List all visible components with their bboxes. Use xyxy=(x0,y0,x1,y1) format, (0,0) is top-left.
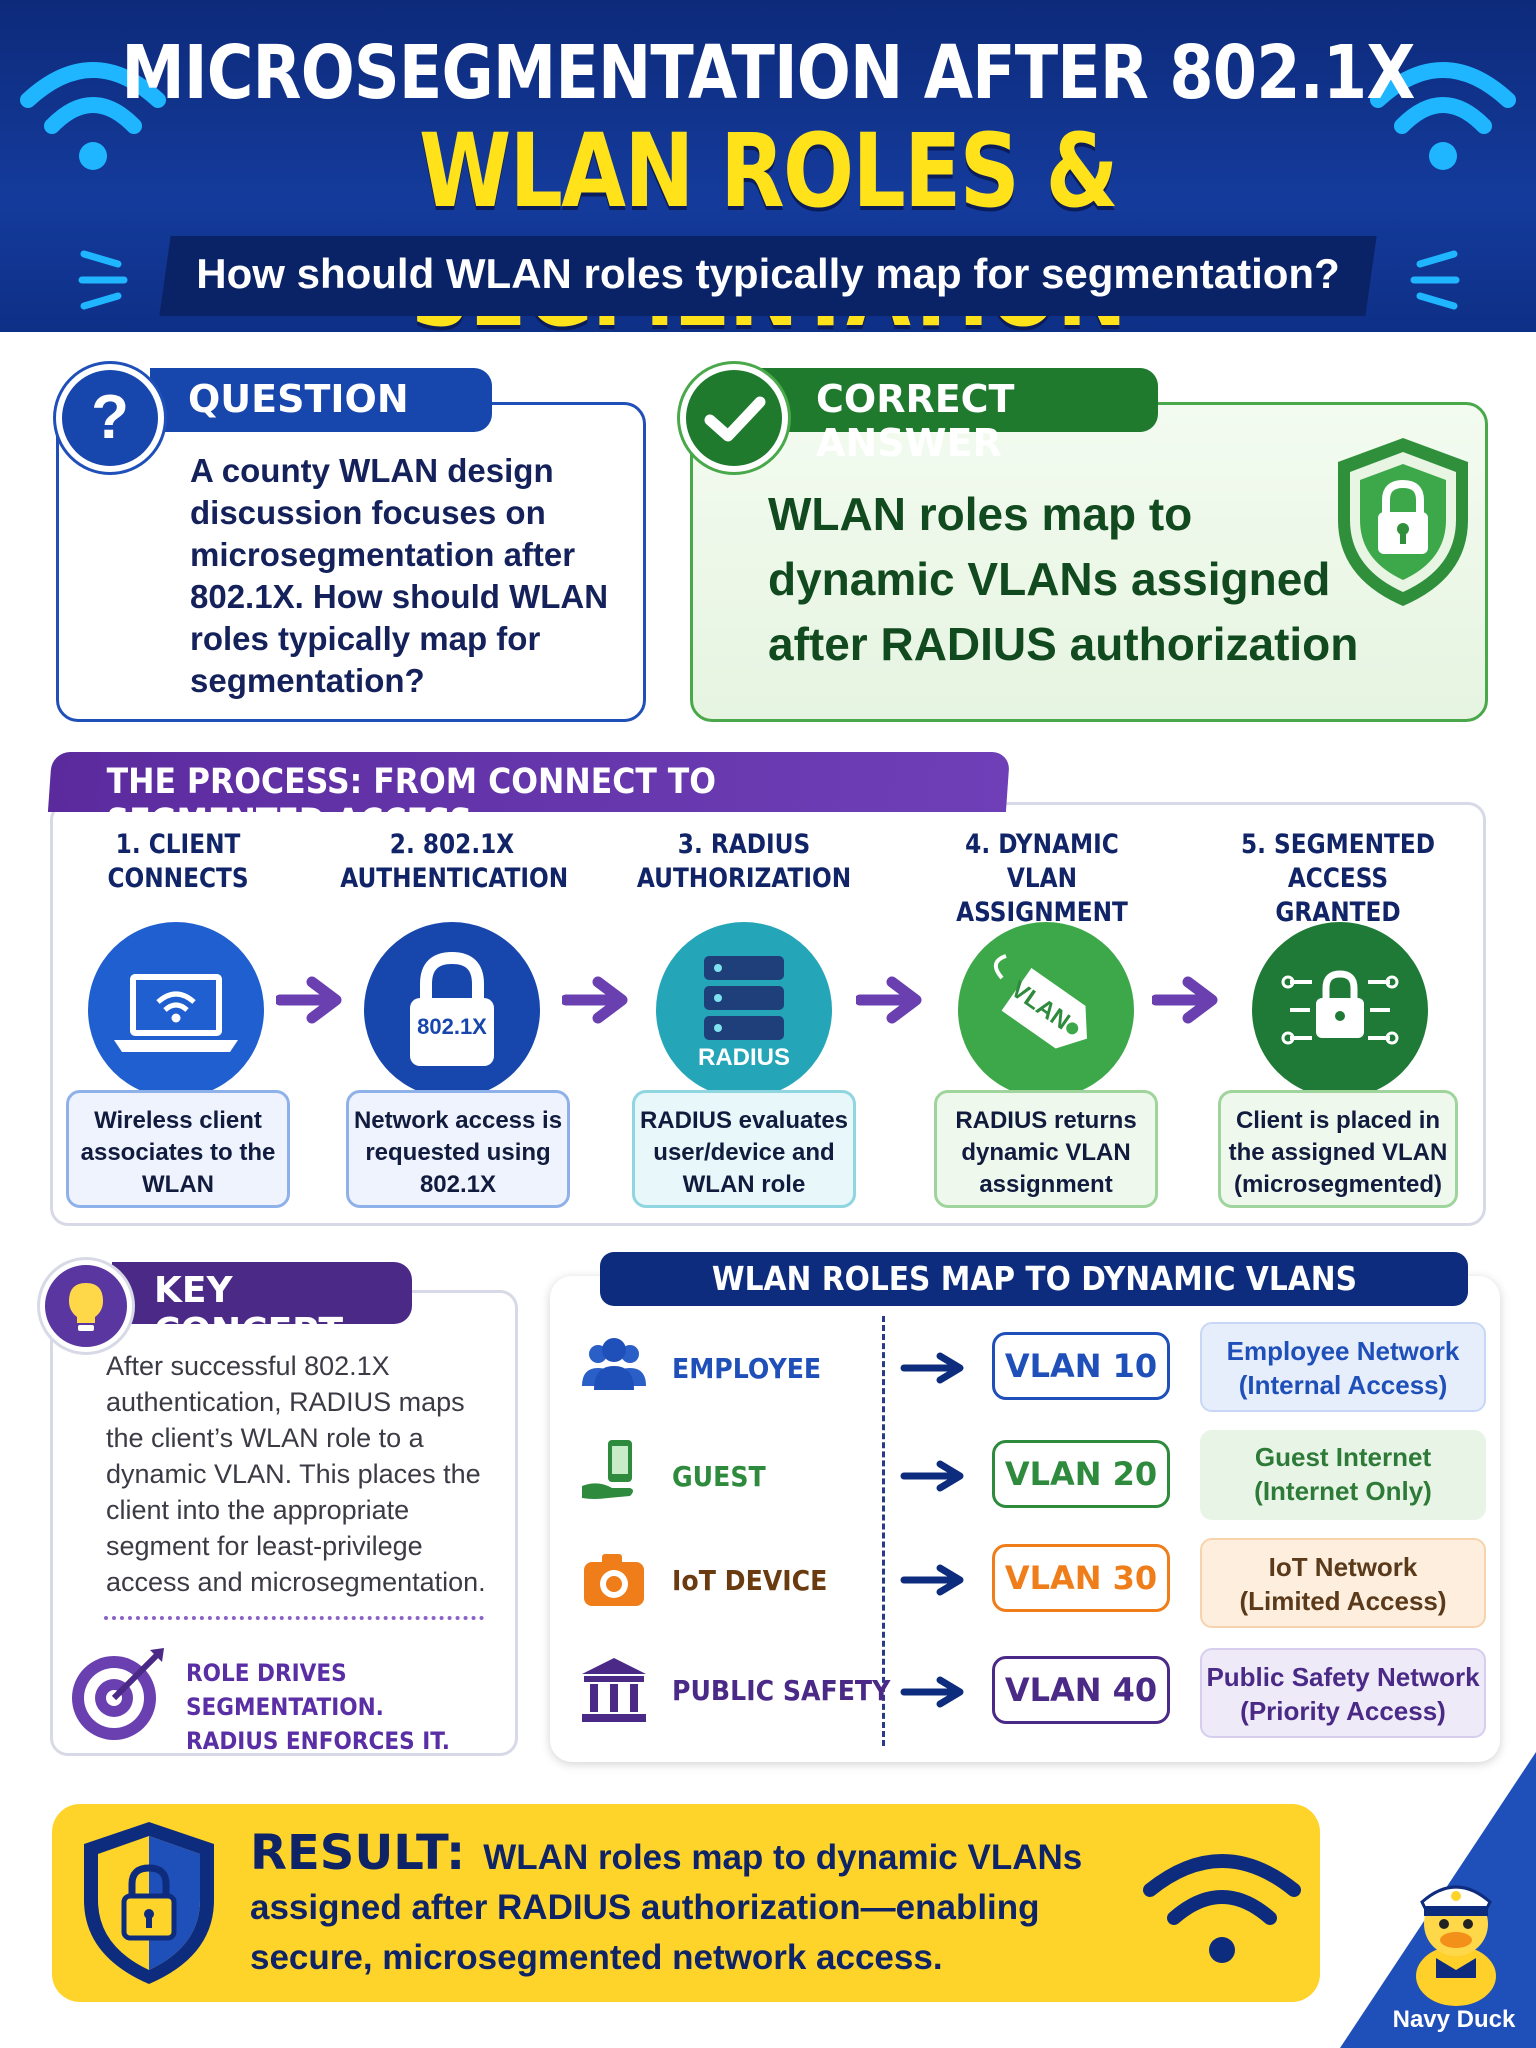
wifi-icon xyxy=(1370,62,1516,170)
arrow-right-icon xyxy=(276,976,342,1024)
arrow-right-icon xyxy=(900,1676,964,1708)
result-text: RESULT:WLAN roles map to dynamic VLANs a… xyxy=(250,1825,1083,1977)
role-label: PUBLIC SAFETY xyxy=(672,1674,891,1707)
key-concept-text: After successful 802.1X authentication, … xyxy=(106,1351,486,1597)
page-subtitle: How should WLAN roles typically map for … xyxy=(196,250,1340,297)
result-label: RESULT: xyxy=(250,1825,466,1881)
role-label: EMPLOYEE xyxy=(672,1352,822,1385)
arrow-right-icon xyxy=(856,976,922,1024)
vlan-tag-icon: VLAN xyxy=(958,922,1134,1098)
phone-hand-icon xyxy=(582,1440,633,1499)
wifi-icon xyxy=(1143,1854,1301,1963)
role-label: IoT DEVICE xyxy=(672,1564,828,1597)
step-description: Wireless client associates to the WLAN xyxy=(66,1090,290,1208)
page-title-line1: MICROSEGMENTATION AFTER 802.1X xyxy=(121,30,1415,116)
step-description: RADIUS evaluates user/device and WLAN ro… xyxy=(632,1090,856,1208)
step-description: Client is placed in the assigned VLAN (m… xyxy=(1218,1090,1458,1208)
icon-label: 802.1X xyxy=(417,1014,487,1039)
question-mark-icon: ? xyxy=(56,364,164,472)
duck-mascot-icon xyxy=(1416,1885,1496,2006)
checkmark-icon xyxy=(680,364,788,472)
role-label: GUEST xyxy=(672,1460,766,1493)
camera-icon xyxy=(584,1554,644,1606)
arrow-right-icon xyxy=(900,1460,964,1492)
divider xyxy=(882,1316,885,1746)
signal-dash-icon xyxy=(78,250,128,310)
roles-title: WLAN ROLES MAP TO DYNAMIC VLANS xyxy=(600,1252,1468,1306)
key-concept-label: KEY CONCEPT xyxy=(112,1262,412,1352)
answer-text: WLAN roles map to dynamic VLANs assigned… xyxy=(768,488,1359,670)
arrow-right-icon xyxy=(900,1564,964,1596)
network-label: Employee Network(Internal Access) xyxy=(1200,1322,1486,1412)
result-banner xyxy=(52,1804,1320,2002)
arrow-right-icon xyxy=(562,976,628,1024)
lightbulb-icon xyxy=(40,1260,132,1352)
arrow-right-icon xyxy=(900,1352,964,1384)
wifi-icon xyxy=(20,62,166,170)
target-icon xyxy=(72,1648,164,1740)
network-label: Public Safety Network(Priority Access) xyxy=(1200,1648,1486,1738)
shield-lock-icon xyxy=(1338,438,1468,606)
process-title: THE PROCESS: FROM CONNECT TO SEGMENTED A… xyxy=(47,752,1011,842)
building-icon xyxy=(582,1658,646,1722)
shield-lock-icon xyxy=(84,1822,214,1984)
arrow-right-icon xyxy=(1152,976,1218,1024)
step-description: RADIUS returns dynamic VLAN assignment xyxy=(934,1090,1158,1208)
vlan-badge: VLAN 10 xyxy=(992,1332,1170,1400)
answer-label: CORRECT ANSWER xyxy=(760,368,1158,465)
signal-dash-icon xyxy=(1410,250,1460,310)
vlan-badge: VLAN 30 xyxy=(992,1544,1170,1612)
padlock-icon: 802.1X xyxy=(364,922,540,1098)
people-icon xyxy=(582,1338,646,1390)
network-label: IoT Network(Limited Access) xyxy=(1200,1538,1486,1628)
server-icon: RADIUS xyxy=(656,922,832,1098)
key-concept-tagline: ROLE DRIVES SEGMENTATION. RADIUS ENFORCE… xyxy=(186,1659,450,1755)
question-card xyxy=(56,402,646,722)
step-description: Network access is requested using 802.1X xyxy=(346,1090,570,1208)
question-text: A county WLAN design discussion focuses … xyxy=(190,452,609,699)
network-lock-icon xyxy=(1252,922,1428,1098)
divider xyxy=(104,1616,484,1620)
question-label: QUESTION xyxy=(150,368,492,432)
brand-name: Navy Duck xyxy=(1392,2006,1516,2033)
laptop-wifi-icon xyxy=(88,922,264,1098)
vlan-badge: VLAN 40 xyxy=(992,1656,1170,1724)
vlan-badge: VLAN 20 xyxy=(992,1440,1170,1508)
network-label: Guest Internet(Internet Only) xyxy=(1200,1430,1486,1520)
icon-label: RADIUS xyxy=(697,1044,790,1071)
